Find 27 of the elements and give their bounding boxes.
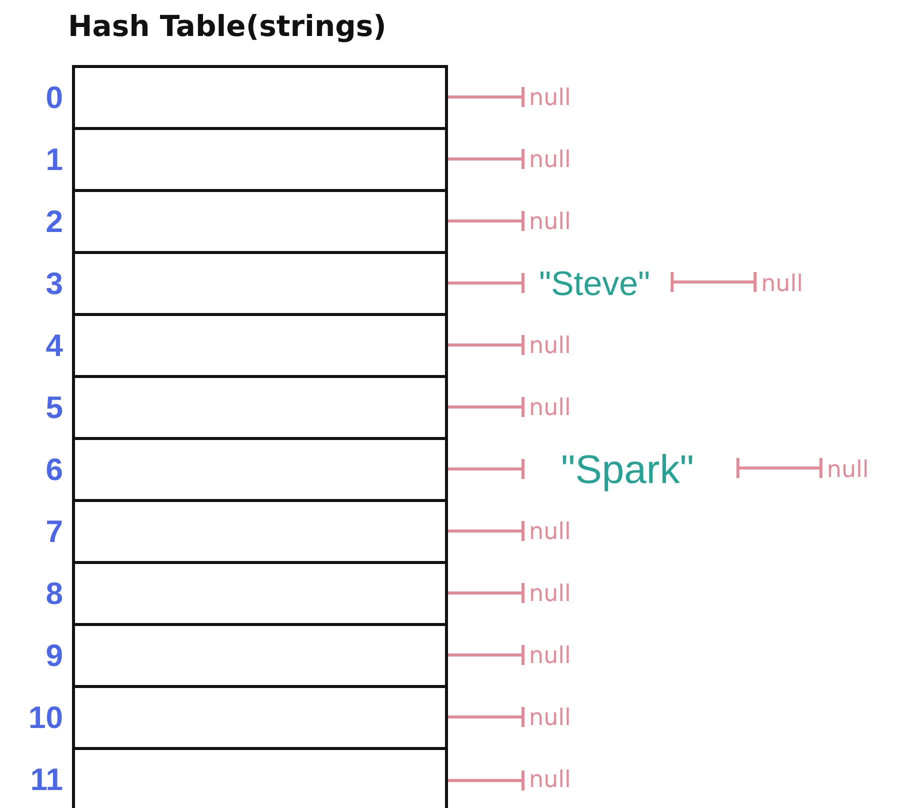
slot-index: 8 <box>46 576 63 612</box>
null-value: null <box>523 644 571 668</box>
table-title: Hash Table(strings) <box>68 9 386 43</box>
null-value: null <box>755 272 804 296</box>
null-value: null <box>523 210 571 234</box>
slot-index: 5 <box>46 390 63 426</box>
null-value: null <box>523 86 571 110</box>
null-value: null <box>820 458 869 482</box>
slot-index: 6 <box>46 452 63 488</box>
string-value: "Steve" <box>523 267 672 301</box>
slot-index: 9 <box>46 638 63 674</box>
slot-index: 4 <box>46 328 63 364</box>
slot-index: 11 <box>30 762 63 798</box>
slot-index: 7 <box>46 514 63 550</box>
null-value: null <box>523 520 571 544</box>
null-value: null <box>523 148 571 172</box>
null-value: null <box>523 706 571 730</box>
slot-index: 3 <box>46 266 63 302</box>
slot-index: 0 <box>46 80 63 116</box>
string-value: "Spark" <box>523 450 738 490</box>
slot-index: 10 <box>28 700 63 736</box>
slot-index: 2 <box>46 204 63 240</box>
slot-index: 1 <box>46 142 63 178</box>
null-value: null <box>523 768 571 792</box>
null-value: null <box>523 334 571 358</box>
null-value: null <box>523 582 571 606</box>
null-value: null <box>523 396 571 420</box>
